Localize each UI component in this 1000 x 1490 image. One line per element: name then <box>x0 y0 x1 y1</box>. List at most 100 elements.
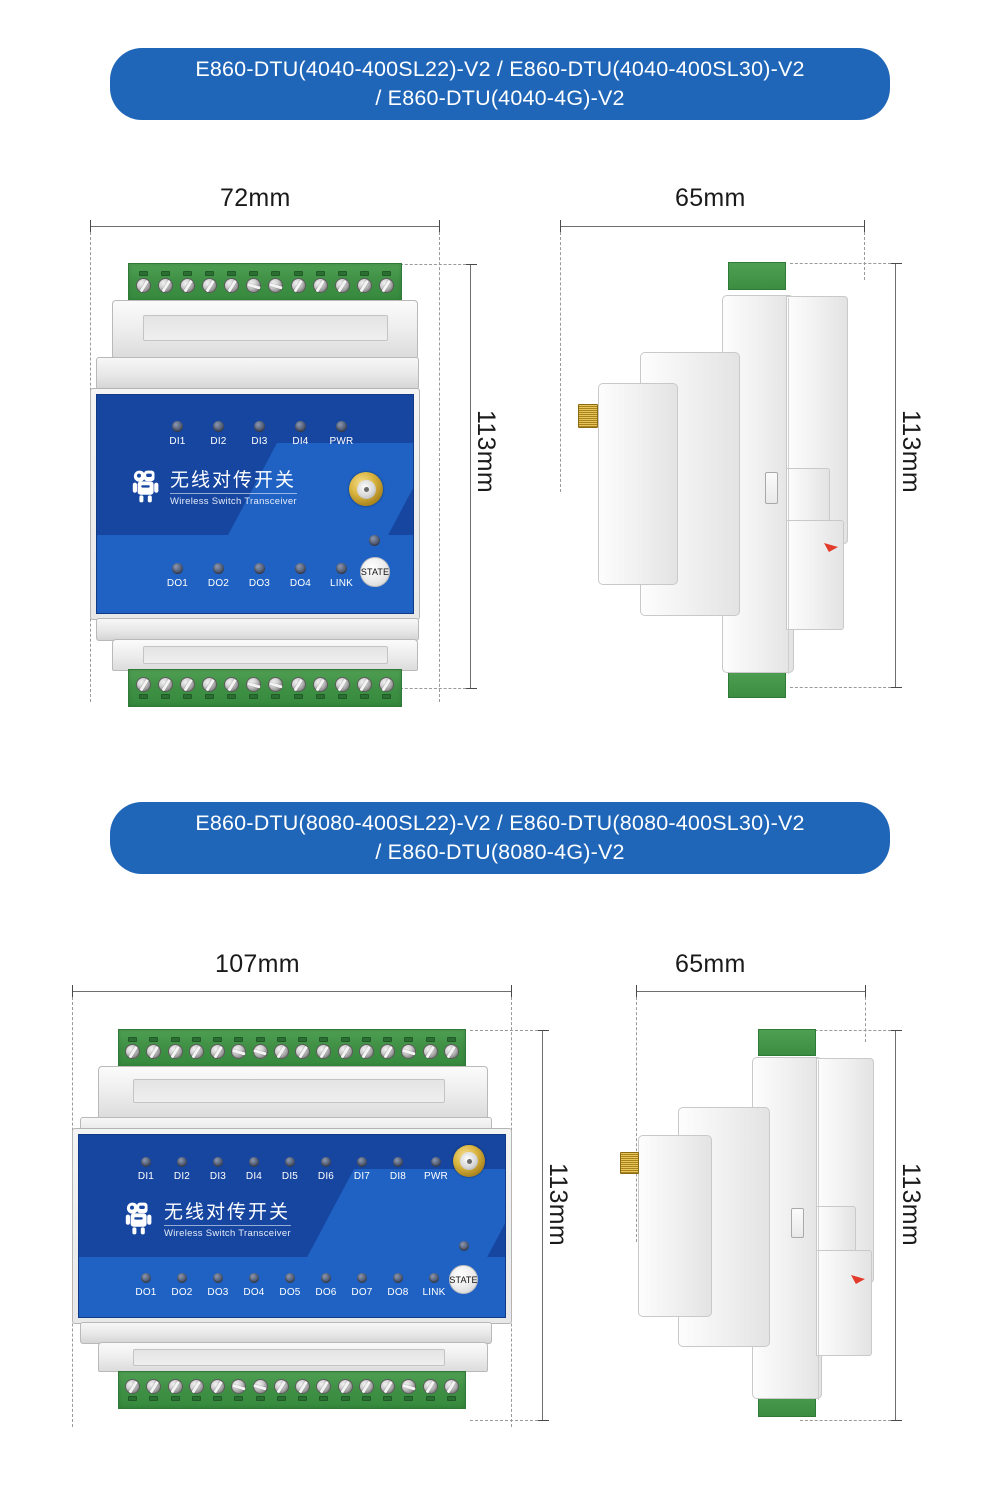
terminal-screw-icon <box>337 1044 353 1059</box>
state-button[interactable]: STATE <box>360 557 390 587</box>
terminal-3 <box>167 1037 183 1059</box>
terminal-3 <box>180 677 196 699</box>
housing-shoulder-bottom-8080 <box>80 1322 492 1344</box>
terminal-slot <box>249 694 259 699</box>
dimension-line-width-side-4040 <box>560 226 865 227</box>
terminal-screw-icon <box>246 278 262 293</box>
terminal-screw-icon <box>334 677 350 692</box>
side-slot-detail-8080 <box>791 1208 804 1238</box>
robot-icon <box>131 469 161 508</box>
led-di7 <box>357 1157 367 1167</box>
led-label-di5: DI5 <box>281 1171 299 1182</box>
terminal-screw-icon <box>273 1379 289 1394</box>
terminal-screw-icon <box>290 278 306 293</box>
led-do5 <box>285 1273 295 1283</box>
terminal-slot <box>293 271 303 276</box>
led-label-do6: DO6 <box>315 1287 337 1298</box>
terminal-slot <box>276 1037 286 1042</box>
product-title-banner-8080: E860-DTU(8080-400SL22)-V2 / E860-DTU(808… <box>110 802 890 874</box>
terminal-2 <box>146 1379 162 1401</box>
terminal-screw-icon <box>188 1044 204 1059</box>
terminal-13 <box>380 1037 396 1059</box>
dimension-tick-right-side-8080 <box>865 985 866 998</box>
side-antenna-connector-4040 <box>578 404 598 428</box>
terminal-screw-icon <box>443 1044 459 1059</box>
terminal-slot <box>271 694 281 699</box>
led-label-do8: DO8 <box>387 1287 409 1298</box>
led-state <box>459 1241 469 1251</box>
terminal-5 <box>210 1379 226 1401</box>
led-do8 <box>393 1273 403 1283</box>
terminal-screw-icon <box>337 1379 353 1394</box>
dimension-tick-bottom-8080 <box>536 1420 549 1421</box>
terminal-slot <box>359 271 369 276</box>
terminal-slot <box>361 1037 371 1042</box>
terminal-slot <box>446 1396 456 1401</box>
terminal-slot <box>128 1396 138 1401</box>
terminal-5 <box>224 677 240 699</box>
terminal-slot <box>298 1037 308 1042</box>
front-panel-8080: DI1 DI2 DI3 DI4 DI5 DI6 DI7 DI8 PWR <box>78 1134 506 1318</box>
terminal-slot <box>139 271 149 276</box>
robot-icon <box>124 1201 154 1240</box>
terminal-screw-icon <box>136 677 152 692</box>
brand-block-4040: 无线对传开关 Wireless Switch Transceiver <box>131 469 297 508</box>
terminal-screw-icon <box>422 1044 438 1059</box>
extension-line-right-side-8080 <box>865 997 866 1042</box>
led-di2 <box>213 421 224 432</box>
led-label-do3: DO3 <box>207 1287 229 1298</box>
terminal-4 <box>202 271 218 293</box>
terminal-screw-icon <box>358 1044 374 1059</box>
dimension-tick-left-4040 <box>90 220 91 233</box>
led-label-do4: DO4 <box>243 1287 265 1298</box>
banner-line-1: E860-DTU(8080-400SL22)-V2 / E860-DTU(808… <box>195 811 805 835</box>
side-terminal-top-4040 <box>728 262 786 290</box>
terminal-screw-icon <box>334 278 350 293</box>
terminal-slot <box>170 1396 180 1401</box>
terminal-screw-icon <box>312 677 328 692</box>
terminal-slot <box>227 694 237 699</box>
led-pwr <box>336 421 347 432</box>
terminal-12 <box>378 677 394 699</box>
led-do1 <box>141 1273 151 1283</box>
terminal-slot <box>170 1037 180 1042</box>
terminal-screw-icon <box>210 1044 226 1059</box>
led-di6 <box>321 1157 331 1167</box>
led-label-do5: DO5 <box>279 1287 301 1298</box>
terminal-slot <box>404 1037 414 1042</box>
terminal-slot <box>361 1396 371 1401</box>
terminal-screw-icon <box>380 1379 396 1394</box>
led-label-pwr: PWR <box>329 436 354 447</box>
terminal-slot <box>183 694 193 699</box>
terminal-slot <box>425 1396 435 1401</box>
state-button[interactable]: STATE <box>449 1265 478 1294</box>
terminal-10 <box>316 1037 332 1059</box>
led-di4 <box>295 421 306 432</box>
led-di3 <box>213 1157 223 1167</box>
led-label-do4: DO4 <box>289 578 312 589</box>
led-label-di1: DI1 <box>169 436 186 447</box>
terminal-4 <box>188 1037 204 1059</box>
led-label-di1: DI1 <box>137 1171 155 1182</box>
terminal-screw-icon <box>358 1379 374 1394</box>
terminal-slot <box>383 1396 393 1401</box>
terminal-10 <box>334 271 350 293</box>
terminal-9 <box>312 677 328 699</box>
extension-line-left-side-8080 <box>636 997 637 1242</box>
led-label-do1: DO1 <box>135 1287 157 1298</box>
dimension-label-height-4040: 113mm <box>472 410 500 494</box>
dimension-line-width-side-8080 <box>636 991 866 992</box>
led-label-di4: DI4 <box>245 1171 263 1182</box>
led-label-link: LINK <box>329 578 354 589</box>
terminal-slot <box>255 1037 265 1042</box>
dimension-tick-top-4040 <box>464 264 477 265</box>
led-label-do1: DO1 <box>166 578 189 589</box>
side-release-tab-4040 <box>824 543 838 552</box>
terminal-slot <box>161 694 171 699</box>
dimension-line-height-side-4040 <box>895 263 896 687</box>
terminal-slot <box>227 271 237 276</box>
terminal-11 <box>337 1037 353 1059</box>
terminal-screw-icon <box>273 1044 289 1059</box>
terminal-screw-icon <box>401 1044 417 1059</box>
banner-line-1: E860-DTU(4040-400SL22)-V2 / E860-DTU(404… <box>195 57 805 81</box>
